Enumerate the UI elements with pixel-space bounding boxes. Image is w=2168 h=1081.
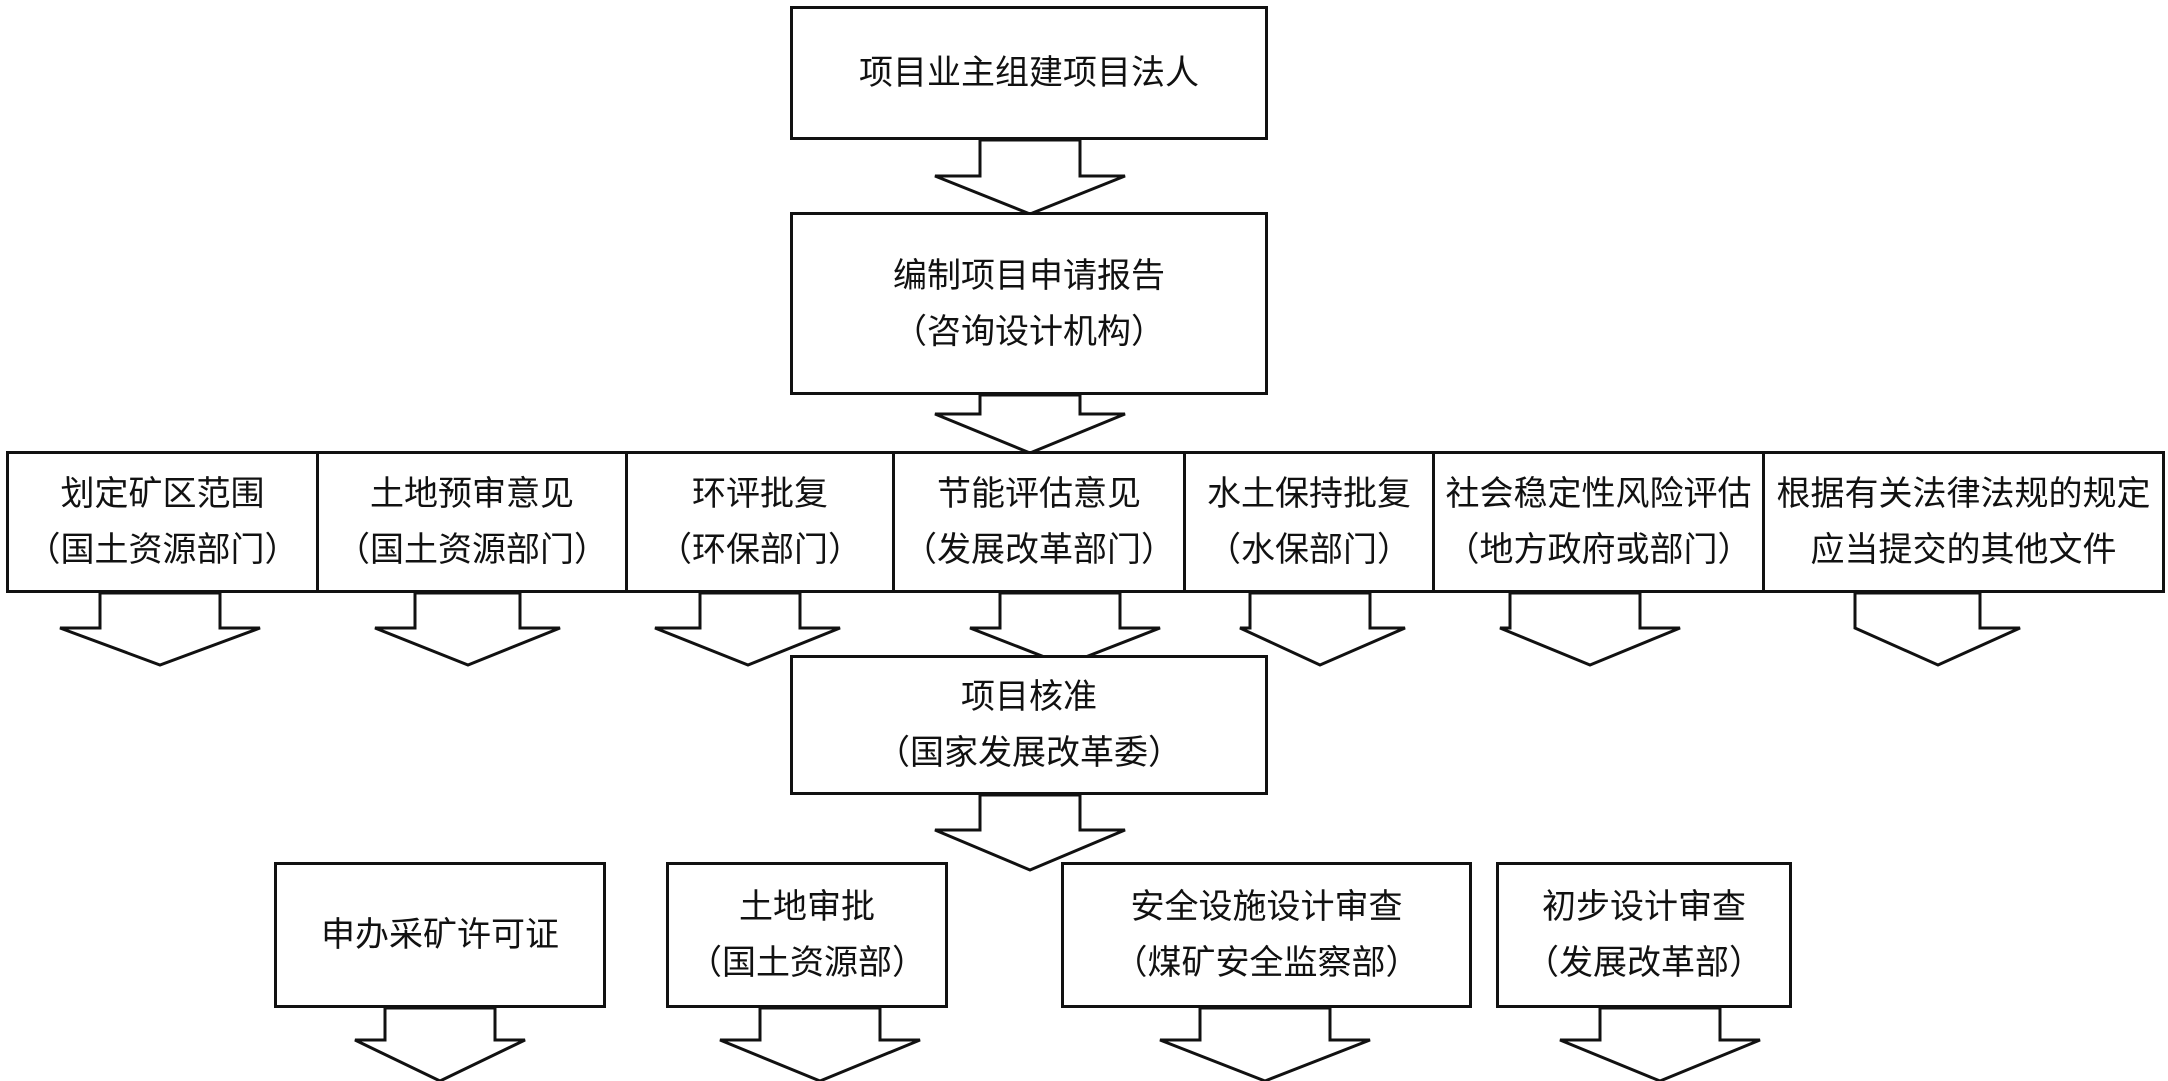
req-org: （国土资源部门）	[336, 530, 608, 570]
owner-box: 项目业主组建项目法人	[790, 6, 1268, 140]
req-title: 根据有关法律法规的规定	[1776, 474, 2151, 514]
arrow-next-1	[354, 1006, 526, 1081]
req-org: （水保部门）	[1207, 530, 1411, 570]
arrow-next-3	[1159, 1006, 1371, 1081]
arrow-req-2	[374, 591, 561, 667]
req-box-social-risk: 社会稳定性风险评估 （地方政府或部门）	[1432, 451, 1765, 593]
req-box-soil-water: 水土保持批复 （水保部门）	[1183, 451, 1435, 593]
arrow-req-5	[1239, 591, 1406, 667]
req-box-energy: 节能评估意见 （发展改革部门）	[892, 451, 1186, 593]
approval-org: （国家发展改革委）	[876, 733, 1182, 773]
req-box-other-docs: 根据有关法律法规的规定 应当提交的其他文件	[1762, 451, 2165, 593]
arrow-approval-to-next	[934, 793, 1126, 872]
req-title: 水土保持批复	[1207, 474, 1411, 514]
req-box-eia: 环评批复 （环保部门）	[625, 451, 895, 593]
req-org: （发展改革部门）	[903, 530, 1175, 570]
req-box-mining-area: 划定矿区范围 （国土资源部门）	[6, 451, 319, 593]
approval-title: 项目核准	[961, 677, 1097, 717]
req-title: 社会稳定性风险评估	[1445, 474, 1752, 514]
report-title: 编制项目申请报告	[893, 255, 1165, 296]
arrow-req-6	[1499, 591, 1681, 667]
req-org: （国土资源部门）	[26, 530, 299, 570]
report-org: （咨询设计机构）	[893, 311, 1165, 352]
arrow-req-4	[969, 591, 1161, 667]
next-org: （国土资源部）	[688, 943, 926, 983]
next-title: 申办采矿许可证	[321, 915, 559, 955]
next-box-land-approval: 土地审批 （国土资源部）	[666, 862, 948, 1008]
next-title: 土地审批	[739, 887, 875, 927]
arrow-req-1	[59, 591, 261, 667]
req-org: 应当提交的其他文件	[1810, 530, 2117, 570]
owner-label: 项目业主组建项目法人	[859, 53, 1199, 93]
req-org: （环保部门）	[658, 530, 862, 570]
next-org: （煤矿安全监察部）	[1113, 943, 1420, 983]
next-title: 初步设计审查	[1542, 887, 1746, 927]
arrow-next-2	[719, 1006, 921, 1081]
arrow-report-to-requirements	[934, 393, 1126, 455]
approval-box: 项目核准 （国家发展改革委）	[790, 655, 1268, 795]
req-title: 节能评估意见	[937, 474, 1141, 514]
arrow-owner-to-report	[934, 138, 1126, 216]
arrow-req-7	[1853, 591, 2021, 667]
req-title: 土地预审意见	[370, 474, 574, 514]
next-box-safety-review: 安全设施设计审查 （煤矿安全监察部）	[1061, 862, 1472, 1008]
req-title: 环评批复	[692, 474, 828, 514]
req-title: 划定矿区范围	[60, 474, 265, 514]
next-box-preliminary-design: 初步设计审查 （发展改革部）	[1496, 862, 1792, 1008]
next-org: （发展改革部）	[1525, 943, 1763, 983]
arrow-req-3	[654, 591, 841, 667]
report-box: 编制项目申请报告 （咨询设计机构）	[790, 212, 1268, 395]
next-box-mining-license: 申办采矿许可证	[274, 862, 606, 1008]
arrow-next-4	[1559, 1006, 1761, 1081]
req-org: （地方政府或部门）	[1445, 530, 1752, 570]
req-box-land-pre-review: 土地预审意见 （国土资源部门）	[316, 451, 628, 593]
next-title: 安全设施设计审查	[1130, 887, 1403, 927]
